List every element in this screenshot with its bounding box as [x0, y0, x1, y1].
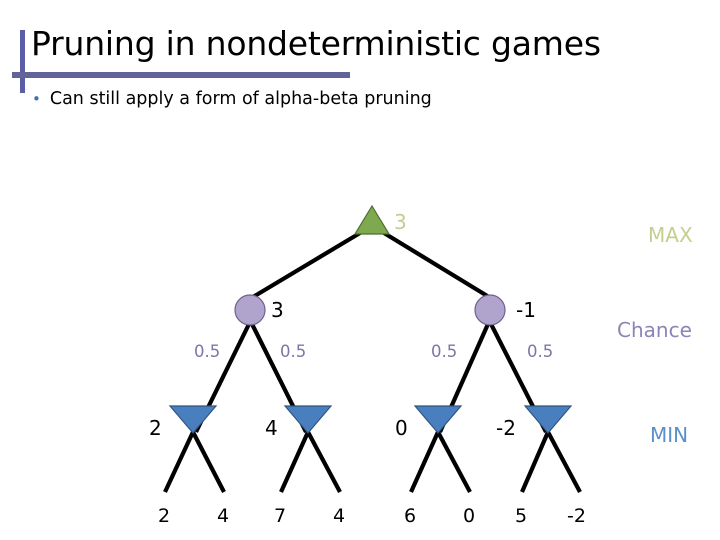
min-node-4-value-label: -2	[496, 416, 516, 440]
edge-min-3-to-leaf-6	[436, 431, 472, 493]
leaf-value-7: 5	[515, 505, 528, 527]
leaf-value-2: 4	[217, 505, 230, 527]
chance-node-right-value-label: -1	[516, 298, 536, 322]
edge-min-2-to-leaf-4	[306, 431, 342, 493]
bullet-list-item: • Can still apply a form of alpha-beta p…	[32, 89, 432, 109]
min-node-2-triangle-down-icon[interactable]	[283, 405, 333, 434]
edge-min-4-to-leaf-7	[520, 431, 550, 493]
page-title: Pruning in nondeterministic games	[31, 24, 601, 63]
title-accent-horizontal-rule	[12, 72, 350, 78]
max-root-value-label: 3	[394, 210, 407, 234]
min-node-3-triangle-down-icon[interactable]	[413, 405, 463, 434]
max-node-root-triangle-up-icon[interactable]	[353, 204, 391, 235]
level-label-min: MIN	[650, 423, 689, 447]
chance-node-right-circle-icon[interactable]	[474, 294, 506, 326]
probability-label-1: 0.5	[194, 342, 221, 361]
edge-root-to-chance-left	[251, 231, 362, 299]
edge-min-4-to-leaf-8	[546, 431, 582, 493]
leaf-value-1: 2	[158, 505, 171, 527]
edge-root-to-chance-right	[382, 231, 491, 299]
title-accent-vertical-bar	[20, 30, 25, 93]
edge-min-1-to-leaf-1	[163, 431, 195, 493]
leaf-value-3: 7	[274, 505, 287, 527]
min-node-2-value-label: 4	[265, 416, 278, 440]
min-node-1-value-label: 2	[149, 416, 162, 440]
level-label-chance: Chance	[617, 318, 692, 342]
edge-min-2-to-leaf-3	[279, 431, 310, 493]
chance-node-left-circle-icon[interactable]	[234, 294, 266, 326]
probability-label-2: 0.5	[280, 342, 307, 361]
level-label-max: MAX	[648, 223, 693, 247]
min-node-1-triangle-down-icon[interactable]	[168, 405, 218, 434]
leaf-value-6: 0	[463, 505, 476, 527]
bullet-marker-icon: •	[32, 90, 41, 108]
min-node-3-value-label: 0	[395, 416, 408, 440]
edge-min-3-to-leaf-5	[409, 431, 440, 493]
min-node-4-triangle-down-icon[interactable]	[523, 405, 573, 434]
chance-node-left-value-label: 3	[271, 298, 284, 322]
leaf-value-5: 6	[404, 505, 417, 527]
probability-label-4: 0.5	[527, 342, 554, 361]
edge-min-1-to-leaf-2	[191, 431, 226, 493]
probability-label-3: 0.5	[431, 342, 458, 361]
bullet-item-label: Can still apply a form of alpha-beta pru…	[49, 89, 432, 109]
leaf-value-4: 4	[333, 505, 346, 527]
leaf-value-8: -2	[567, 505, 586, 527]
